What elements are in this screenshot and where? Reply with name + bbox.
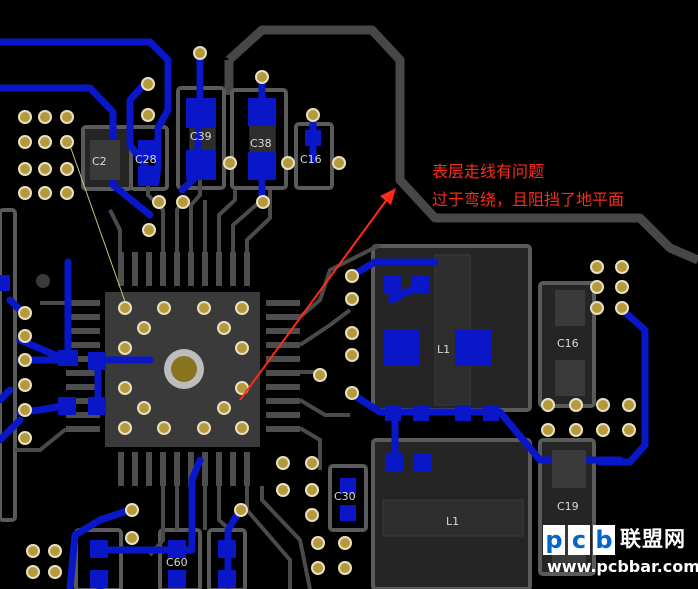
silk-l1: L1 [446, 515, 459, 528]
silk-c28: C28 [135, 153, 157, 166]
silk-c39: C39 [190, 130, 212, 143]
silkscreen-labels: C2 C28 C39 C38 C16 L1 C16 C19 C30 L1 C60 [92, 130, 579, 569]
smd-pads [0, 98, 499, 588]
silk-leader-line [67, 139, 129, 311]
ground-plane-outline [224, 25, 698, 265]
component-outlines [0, 86, 596, 589]
silk-l-upper: L1 [437, 343, 450, 356]
silk-c16b: C16 [557, 337, 579, 350]
annotation-line-1: 表层走线有问题 [432, 162, 545, 181]
watermark-name: 联盟网 [620, 527, 686, 551]
watermark-logo: p c b 联盟网 www.pcbbar.com [541, 519, 698, 589]
watermark-letter-c: c [568, 525, 590, 555]
watermark-url: www.pcbbar.com [547, 557, 698, 576]
annotation-arrow [239, 188, 396, 401]
silk-c38: C38 [250, 137, 272, 150]
annotation-line-2: 过于弯绕，且阻挡了地平面 [432, 190, 625, 209]
watermark-letter-b: b [593, 525, 615, 555]
silk-c60: C60 [166, 556, 188, 569]
silk-c19: C19 [557, 500, 579, 513]
hatched-pads [189, 117, 524, 537]
silk-c16a: C16 [300, 153, 322, 166]
watermark-letter-p: p [543, 525, 565, 555]
silk-c2: C2 [92, 155, 107, 168]
ic-package [66, 252, 300, 486]
silk-c30: C30 [334, 490, 356, 503]
vias [18, 46, 636, 579]
